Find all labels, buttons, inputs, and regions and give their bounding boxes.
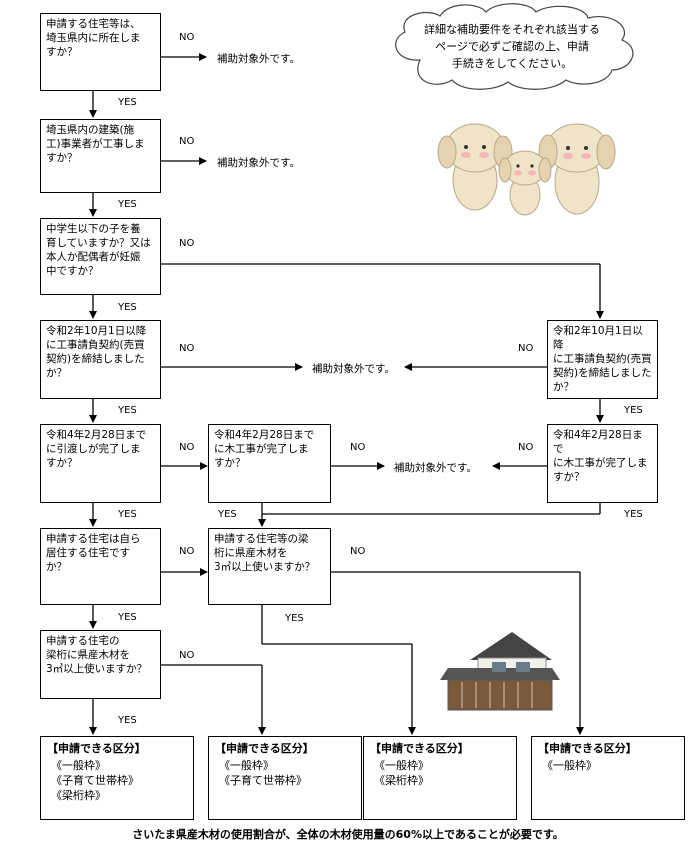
not-eligible-result: 補助対象外です。 — [394, 462, 477, 474]
yes-label: YES — [118, 612, 137, 623]
yes-label: YES — [624, 509, 643, 520]
no-label: NO — [350, 546, 366, 557]
not-eligible-result: 補助対象外です。 — [312, 363, 395, 375]
question-beam-timber-mid: 申請する住宅等の梁 桁に県産木材を 3㎥以上使いますか？ — [208, 528, 331, 605]
cloud-note: 詳細な補助要件をそれぞれ該当する ページで必ずご確認の上、申請 手続きをしてくだ… — [424, 23, 600, 70]
answer-item: 《一般枠》 — [51, 759, 106, 772]
footer-note: さいたま県産木材の使用割合が、全体の木材使用量の60%以上であることが必要です。 — [132, 828, 564, 841]
answer-title: 【申請できる区分】 — [215, 742, 314, 755]
yes-label: YES — [218, 509, 237, 520]
question-carpentry-date-right: 令和4年2月28日まで に木工事が完了しま すか？ — [547, 424, 658, 503]
no-label: NO — [350, 442, 366, 453]
no-label: NO — [179, 238, 195, 249]
not-eligible-result: 補助対象外です。 — [217, 157, 300, 169]
no-label: NO — [179, 546, 195, 557]
yes-label: YES — [118, 302, 137, 313]
answer-title: 【申請できる区分】 — [370, 742, 469, 755]
question-delivery-date: 令和4年2月28日まで に引渡しが完了しま すか？ — [40, 424, 161, 503]
answer-item: 《一般枠》 — [219, 759, 274, 772]
no-label: NO — [179, 343, 195, 354]
yes-label: YES — [118, 405, 137, 416]
yes-label: YES — [624, 405, 643, 416]
question-location: 申請する住宅等は、 埼玉県内に所在しま すか？ — [40, 13, 161, 91]
answer-item: 《梁桁枠》 — [51, 789, 106, 802]
question-contract-date-right: 令和2年10月1日以降 に工事請負契約(売買 契約)を締結しました か？ — [547, 320, 658, 399]
question-contract-date-left: 令和2年10月1日以降 に工事請負契約(売買 契約)を締結しました か？ — [40, 320, 161, 399]
answer-item: 《一般枠》 — [374, 759, 429, 772]
answer-item: 《子育て世帯枠》 — [219, 774, 307, 787]
answer-title: 【申請できる区分】 — [47, 742, 146, 755]
answer-box-2: 【申請できる区分】 《一般枠》 《子育て世帯枠》 — [208, 736, 362, 820]
yes-label: YES — [285, 613, 304, 624]
yes-label: YES — [118, 715, 137, 726]
yes-label: YES — [118, 199, 137, 210]
answer-item: 《子育て世帯枠》 — [51, 774, 139, 787]
no-label: NO — [518, 343, 534, 354]
no-label: NO — [518, 442, 534, 453]
no-label: NO — [179, 136, 195, 147]
question-children: 中学生以下の子を養 育していますか？又は 本人か配偶者が妊娠 中ですか？ — [40, 218, 161, 295]
question-carpentry-date-mid: 令和4年2月28日まで に木工事が完了しま すか？ — [208, 424, 331, 503]
yes-label: YES — [118, 509, 137, 520]
question-beam-timber-left: 申請する住宅の 梁桁に県産木材を 3㎥以上使いますか？ — [40, 630, 161, 699]
yes-label: YES — [118, 97, 137, 108]
question-builder: 埼玉県内の建築(施 工)事業者が工事しま すか？ — [40, 119, 161, 193]
answer-box-1: 【申請できる区分】 《一般枠》 《子育て世帯枠》 《梁桁枠》 — [40, 736, 194, 820]
not-eligible-result: 補助対象外です。 — [217, 53, 300, 65]
question-owner-occupied: 申請する住宅は自ら 居住する住宅です か？ — [40, 528, 161, 605]
answer-item: 《梁桁枠》 — [374, 774, 429, 787]
answer-box-4: 【申請できる区分】 《一般枠》 — [531, 736, 685, 820]
answer-title: 【申請できる区分】 — [538, 742, 637, 755]
no-label: NO — [179, 650, 195, 661]
no-label: NO — [179, 442, 195, 453]
no-label: NO — [179, 32, 195, 43]
answer-item: 《一般枠》 — [542, 759, 597, 772]
answer-box-3: 【申請できる区分】 《一般枠》 《梁桁枠》 — [363, 736, 517, 820]
